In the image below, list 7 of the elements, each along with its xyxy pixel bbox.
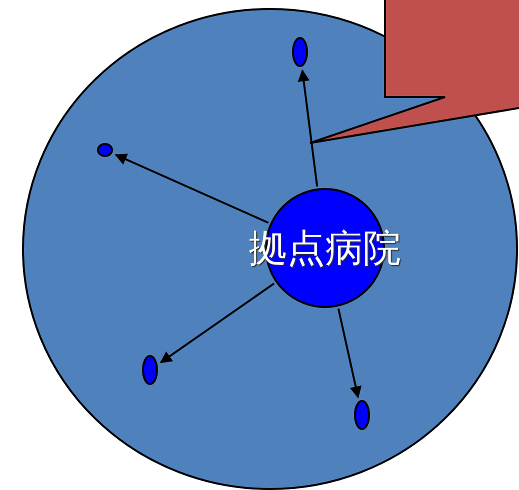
arrow — [298, 69, 318, 187]
arrow — [337, 308, 362, 398]
facility-dot — [97, 143, 113, 157]
region-circle — [22, 8, 518, 490]
arrow — [160, 282, 275, 364]
speech-callout — [310, 0, 519, 143]
arrow — [114, 154, 269, 224]
